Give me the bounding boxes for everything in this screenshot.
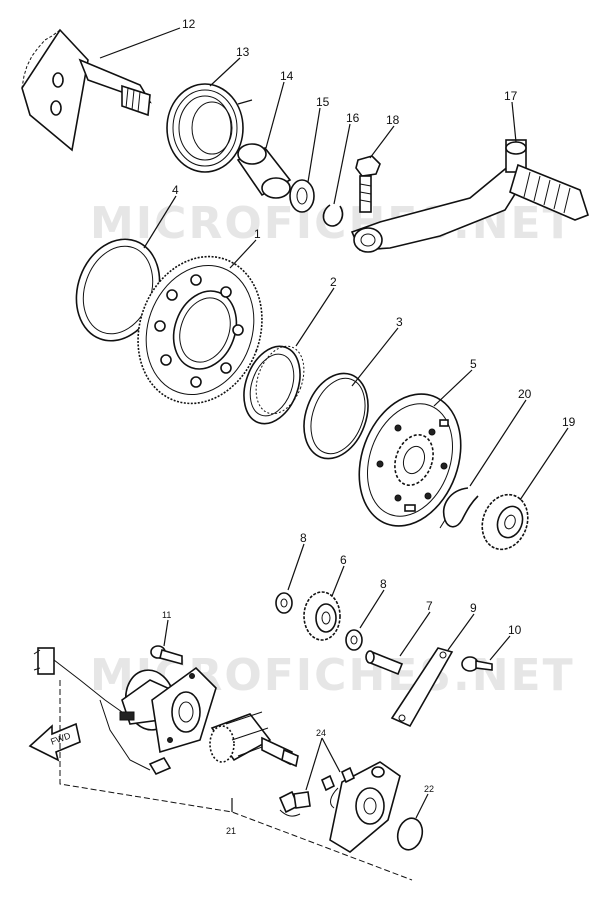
part-2-needle-bearing <box>243 345 305 425</box>
callout-18: 18 <box>386 113 400 127</box>
callout-22: 22 <box>424 784 434 794</box>
part-5-starter-clutch <box>358 393 462 527</box>
part-7-idler-shaft <box>365 650 404 676</box>
callout-12: 12 <box>182 17 196 31</box>
starter-motor-assembly <box>33 647 424 853</box>
callout-21: 21 <box>226 826 236 836</box>
callout-9: 9 <box>470 601 477 615</box>
callout-3: 3 <box>396 315 403 329</box>
part-15-washer <box>289 179 315 213</box>
part-3-ring <box>303 372 369 460</box>
callout-13: 13 <box>236 45 250 59</box>
part-6-idler-gear <box>303 591 341 641</box>
callout-5: 5 <box>470 357 477 371</box>
part-19-pinion-gear <box>481 493 529 551</box>
part-14-spacer <box>236 143 292 199</box>
callout-1: 1 <box>254 227 261 241</box>
callout-11: 11 <box>162 610 171 620</box>
callout-6: 6 <box>340 553 347 567</box>
callout-labels: 12 13 14 15 16 18 17 4 1 2 3 5 20 19 8 6… <box>162 17 576 836</box>
callout-7: 7 <box>426 599 433 613</box>
part-1-ring-gear <box>137 255 263 405</box>
fwd-direction-arrow: FWD <box>28 722 81 762</box>
part-12-kick-shaft <box>21 28 152 152</box>
part-9-plate <box>390 647 454 728</box>
callout-20: 20 <box>518 387 532 401</box>
callout-10: 10 <box>508 623 522 637</box>
part-8-washer-a <box>275 592 293 614</box>
callout-24: 24 <box>316 728 326 738</box>
part-8-washer-b <box>345 629 363 651</box>
callout-16: 16 <box>346 111 360 125</box>
callout-4: 4 <box>172 183 179 197</box>
leader-lines <box>59 27 569 881</box>
part-17-kick-lever <box>350 139 589 253</box>
callout-19: 19 <box>562 415 576 429</box>
callout-8a: 8 <box>300 531 307 545</box>
part-11-bolt <box>150 645 183 666</box>
callout-2: 2 <box>330 275 337 289</box>
part-13-kick-spring <box>166 83 253 173</box>
part-20-circlip <box>439 487 479 529</box>
callout-8b: 8 <box>380 577 387 591</box>
callout-14: 14 <box>280 69 294 83</box>
part-16-circlip <box>322 204 344 227</box>
callout-15: 15 <box>316 95 330 109</box>
part-10-screw <box>461 656 493 672</box>
callout-17: 17 <box>504 89 518 103</box>
